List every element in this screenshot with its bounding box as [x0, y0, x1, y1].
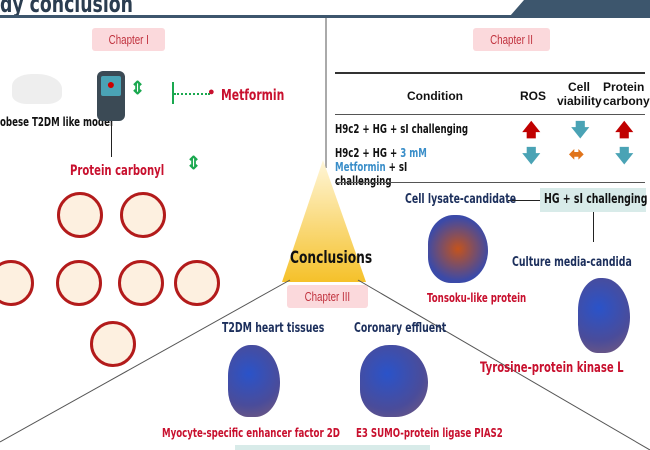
- heart-tissue-label: T2DM heart tissues: [222, 321, 325, 336]
- effluent-label: Coronary effluent: [354, 321, 447, 336]
- protein-label: Myocyte-specific enhancer factor 2D: [162, 426, 340, 440]
- row-2-condition: H9c2 + HG + 3 mM Metformin + sI challeng…: [335, 146, 427, 188]
- chapter-3-badge: Chapter III: [287, 285, 368, 308]
- model-label: obese T2DM like model: [0, 115, 113, 129]
- protein-label: Tonsoku-like protein: [427, 291, 527, 305]
- chapter-2-badge: Chapter II: [473, 28, 551, 51]
- inhibit-bar: [172, 82, 174, 104]
- conclusion-triangle: [282, 160, 366, 282]
- organ-serum-circle: [57, 192, 103, 238]
- carbonyl-up-icon: 🡅: [615, 120, 634, 140]
- organ-vessel-circle: [120, 192, 166, 238]
- organ-kidney-circle: [56, 260, 102, 306]
- up-down-arrow-icon: ⇕: [130, 78, 146, 98]
- protein-structure-image: [428, 215, 488, 283]
- ros-down-icon: 🡇: [522, 146, 541, 166]
- organ-heart-circle: [90, 321, 136, 367]
- conclusions-label: Conclusions: [290, 248, 373, 268]
- right-diagonal: [357, 279, 650, 450]
- connector: [111, 122, 112, 157]
- protein-structure-image: [228, 345, 280, 417]
- media-label: Culture media-candida: [512, 255, 632, 270]
- header-band: [510, 0, 650, 16]
- connector: [508, 200, 540, 201]
- header-divider: [0, 15, 650, 18]
- lysate-label: Cell lysate-candidate: [405, 192, 517, 207]
- organ-pancreas-circle: [118, 260, 164, 306]
- up-down-arrow-icon: ⇕: [186, 153, 202, 173]
- protein-label: E3 SUMO-protein ligase PIAS2: [356, 426, 503, 440]
- summary-box: [235, 445, 430, 450]
- connector: [593, 212, 594, 242]
- viability-down-icon: 🡇: [571, 120, 590, 140]
- protein-carbonyl-label: Protein carbonyl: [70, 163, 165, 179]
- header-ros: ROS: [520, 89, 547, 103]
- slide-title: dy conclusion: [0, 0, 133, 18]
- metformin-label: Metformin: [221, 86, 285, 104]
- ros-up-icon: 🡅: [522, 120, 541, 140]
- rat-image: [12, 74, 62, 104]
- glucometer-icon: ●: [97, 71, 125, 121]
- header-viability: Cell viability: [557, 80, 602, 108]
- inhibit-line: [174, 93, 210, 95]
- dot-icon: ●: [208, 86, 215, 98]
- organ-liver-circle: [174, 260, 220, 306]
- header-carbonyl: Protein carbony: [603, 80, 650, 108]
- header-condition: Condition: [407, 89, 463, 103]
- challenge-box: [540, 188, 646, 212]
- vertical-divider: [325, 18, 327, 168]
- carbonyl-down-icon: 🡇: [615, 146, 634, 166]
- protein-label: Tyrosine-protein kinase L: [480, 360, 624, 376]
- viability-unchanged-icon: ⬌: [569, 144, 585, 164]
- results-table: Condition ROS Cell viability Protein car…: [335, 72, 650, 188]
- challenge-box-label: HG + sI challenging: [544, 192, 648, 207]
- protein-structure-image: [360, 345, 428, 417]
- protein-structure-image: [578, 278, 630, 353]
- chapter-1-badge: Chapter I: [92, 28, 166, 51]
- row-1-condition: H9c2 + HG + sI challenging: [335, 122, 469, 136]
- left-diagonal: [0, 279, 291, 443]
